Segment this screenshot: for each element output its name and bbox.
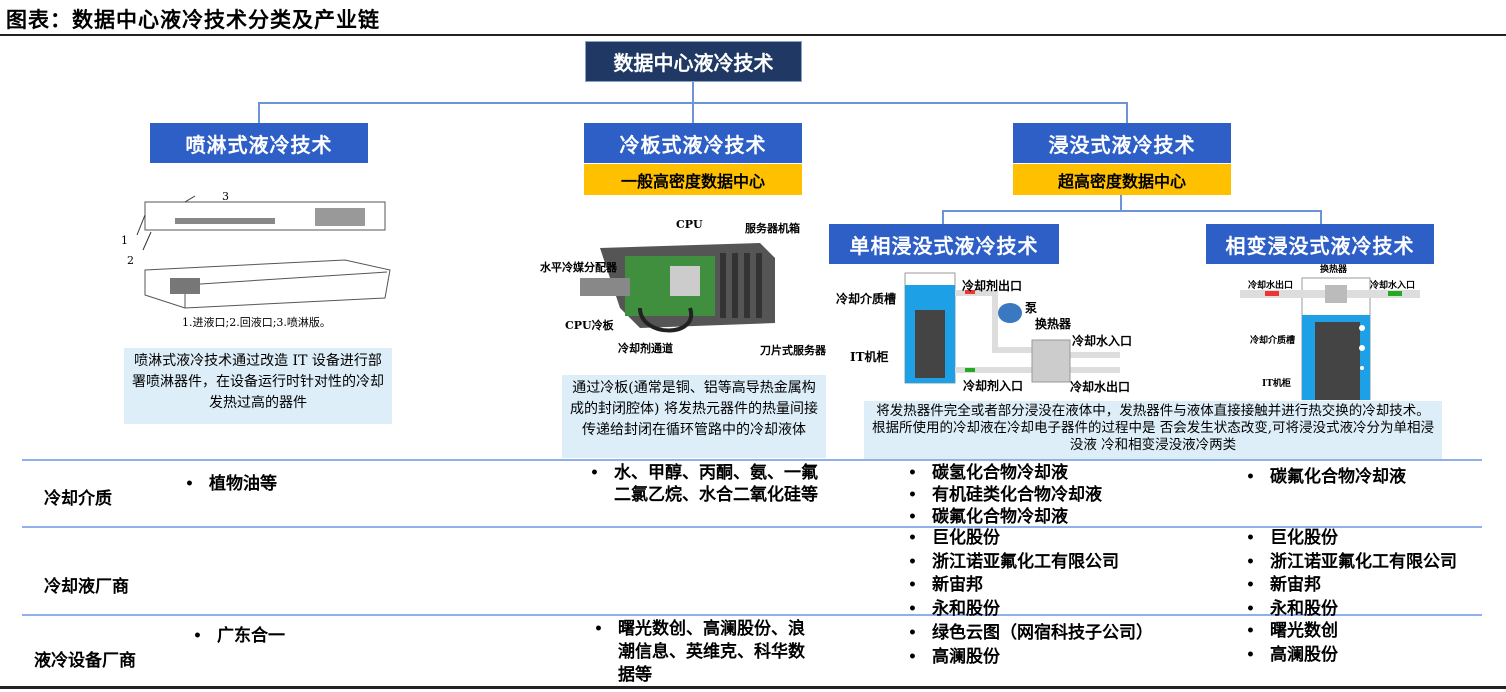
immersion-scope: 超高密度数据中心 bbox=[1013, 164, 1231, 195]
list-item: 永和股份 bbox=[1246, 598, 1457, 622]
medium-single: 碳氢化合物冷却液 有机硅类化合物冷却液 碳氟化合物冷却液 bbox=[908, 462, 1102, 528]
list-item: 碳氢化合物冷却液 bbox=[908, 462, 1102, 484]
list-item: 永和股份 bbox=[908, 598, 1119, 622]
list-item: 高澜股份 bbox=[908, 646, 1153, 670]
immersion-description: 将发热器件完全或者部分浸没在液体中，发热器件与液体直接接触并进行热交换的冷却技术… bbox=[864, 401, 1442, 459]
label-cpu-plate: CPU冷板 bbox=[565, 319, 614, 332]
row-label-equipment-vendors: 液冷设备厂商 bbox=[34, 651, 136, 671]
spray-cooling-node: 喷淋式液冷技术 bbox=[150, 123, 368, 163]
immersion-node: 浸没式液冷技术 bbox=[1013, 123, 1231, 163]
cold-plate-description: 通过冷板(通常是铜、铝等高导热金属构成的封闭腔体) 将发热元器件的热量间接传递给… bbox=[562, 375, 826, 458]
spray-description: 喷淋式液冷技术通过改造 IT 设备进行部署喷淋器件，在设备运行时针对性的冷却 发… bbox=[124, 348, 392, 424]
row-divider bbox=[22, 614, 1482, 616]
label-water-out: 冷却水出口 bbox=[1070, 380, 1131, 394]
spray-caption: 1.进液口;2.回液口;3.喷淋版。 bbox=[182, 316, 331, 329]
list-item: 绿色云图（网宿科技子公司） bbox=[908, 622, 1153, 646]
connector bbox=[692, 102, 694, 124]
figure-title: 图表：数据中心液冷技术分类及产业链 bbox=[6, 7, 380, 32]
label-pump: 泵 bbox=[1025, 301, 1038, 315]
list-item: 碳氟化合物冷却液 bbox=[908, 506, 1102, 528]
label-coolant-out: 冷却剂出口 bbox=[962, 279, 1023, 293]
label-chassis: 服务器机箱 bbox=[745, 222, 800, 235]
label-coolant-in: 冷却剂入口 bbox=[963, 379, 1024, 393]
equipment-single: 绿色云图（网宿科技子公司） 高澜股份 bbox=[908, 622, 1153, 669]
label-water-in: 冷却水入口 bbox=[1072, 334, 1133, 348]
row-divider bbox=[22, 526, 1482, 528]
equipment-plate: 曙光数创、高澜股份、浪潮信息、英维克、科华数据等 bbox=[594, 618, 816, 687]
spray-server-illustration bbox=[136, 195, 391, 309]
medium-plate: 水、甲醇、丙酮、氨、一氟二氯乙烷、水合二氧化硅等 bbox=[590, 462, 830, 506]
single-phase-illustration bbox=[904, 272, 1120, 384]
list-item: 浙江诺亚氟化工有限公司 bbox=[908, 551, 1119, 575]
cold-plate-node: 冷板式液冷技术 bbox=[584, 123, 802, 163]
label-distributor: 水平冷媒分配器 bbox=[540, 261, 617, 274]
title-rule bbox=[0, 34, 1506, 36]
phase-change-illustration bbox=[1240, 277, 1420, 400]
label-cpu: CPU bbox=[676, 218, 703, 231]
callout-3: 3 bbox=[222, 190, 229, 203]
label-heat-exchanger: 换热器 bbox=[1035, 317, 1072, 331]
connector bbox=[942, 210, 1322, 212]
row-divider bbox=[22, 459, 1482, 461]
list-item: 新宙邦 bbox=[908, 574, 1119, 598]
list-item: 浙江诺亚氟化工有限公司 bbox=[1246, 551, 1457, 575]
list-item: 曙光数创 bbox=[1246, 620, 1338, 644]
row-label-coolant-vendors: 冷却液厂商 bbox=[44, 577, 129, 597]
label-blade: 刀片式服务器 bbox=[760, 344, 826, 357]
root-node: 数据中心液冷技术 bbox=[585, 41, 802, 82]
phase-change-node: 相变浸没式液冷技术 bbox=[1206, 224, 1434, 264]
connector bbox=[1320, 210, 1322, 224]
label-water-out-2: 冷却水出口 bbox=[1248, 281, 1294, 291]
cold-plate-scope: 一般高密度数据中心 bbox=[584, 164, 802, 195]
medium-spray: 植物油等 bbox=[185, 473, 277, 495]
list-item: 碳氟化合物冷却液 bbox=[1246, 466, 1406, 488]
connector bbox=[258, 102, 260, 124]
medium-phase: 碳氟化合物冷却液 bbox=[1246, 466, 1406, 488]
vendors-single: 巨化股份 浙江诺亚氟化工有限公司 新宙邦 永和股份 bbox=[908, 527, 1119, 621]
label-water-in-2: 冷却水入口 bbox=[1370, 281, 1416, 291]
list-item: 巨化股份 bbox=[908, 527, 1119, 551]
label-hx-2: 换热器 bbox=[1320, 265, 1348, 275]
list-item: 水、甲醇、丙酮、氨、一氟二氯乙烷、水合二氧化硅等 bbox=[590, 462, 830, 506]
callout-2: 2 bbox=[127, 254, 134, 267]
callout-1: 1 bbox=[121, 234, 128, 247]
connector bbox=[1126, 102, 1128, 124]
list-item: 植物油等 bbox=[185, 473, 277, 495]
connector bbox=[942, 210, 944, 224]
vendors-phase: 巨化股份 浙江诺亚氟化工有限公司 新宙邦 永和股份 bbox=[1246, 527, 1457, 621]
list-item: 曙光数创、高澜股份、浪潮信息、英维克、科华数据等 bbox=[594, 618, 816, 687]
connector bbox=[692, 82, 694, 104]
single-phase-node: 单相浸没式液冷技术 bbox=[829, 224, 1059, 264]
connector bbox=[1120, 194, 1122, 212]
row-label-medium: 冷却介质 bbox=[44, 489, 112, 509]
equipment-spray: 广东合一 bbox=[193, 625, 285, 647]
label-it-2: IT机柜 bbox=[1262, 379, 1291, 389]
label-tank: 冷却介质槽 bbox=[836, 292, 897, 306]
label-channel: 冷却剂通道 bbox=[618, 342, 673, 355]
label-it-cabinet: IT机柜 bbox=[850, 350, 889, 364]
cold-plate-server-illustration bbox=[580, 243, 775, 333]
list-item: 高澜股份 bbox=[1246, 644, 1338, 668]
label-tank-2: 冷却介质槽 bbox=[1250, 336, 1296, 346]
bottom-rule bbox=[0, 686, 1506, 689]
list-item: 巨化股份 bbox=[1246, 527, 1457, 551]
list-item: 新宙邦 bbox=[1246, 574, 1457, 598]
list-item: 有机硅类化合物冷却液 bbox=[908, 484, 1102, 506]
list-item: 广东合一 bbox=[193, 625, 285, 647]
equipment-phase: 曙光数创 高澜股份 bbox=[1246, 620, 1338, 667]
